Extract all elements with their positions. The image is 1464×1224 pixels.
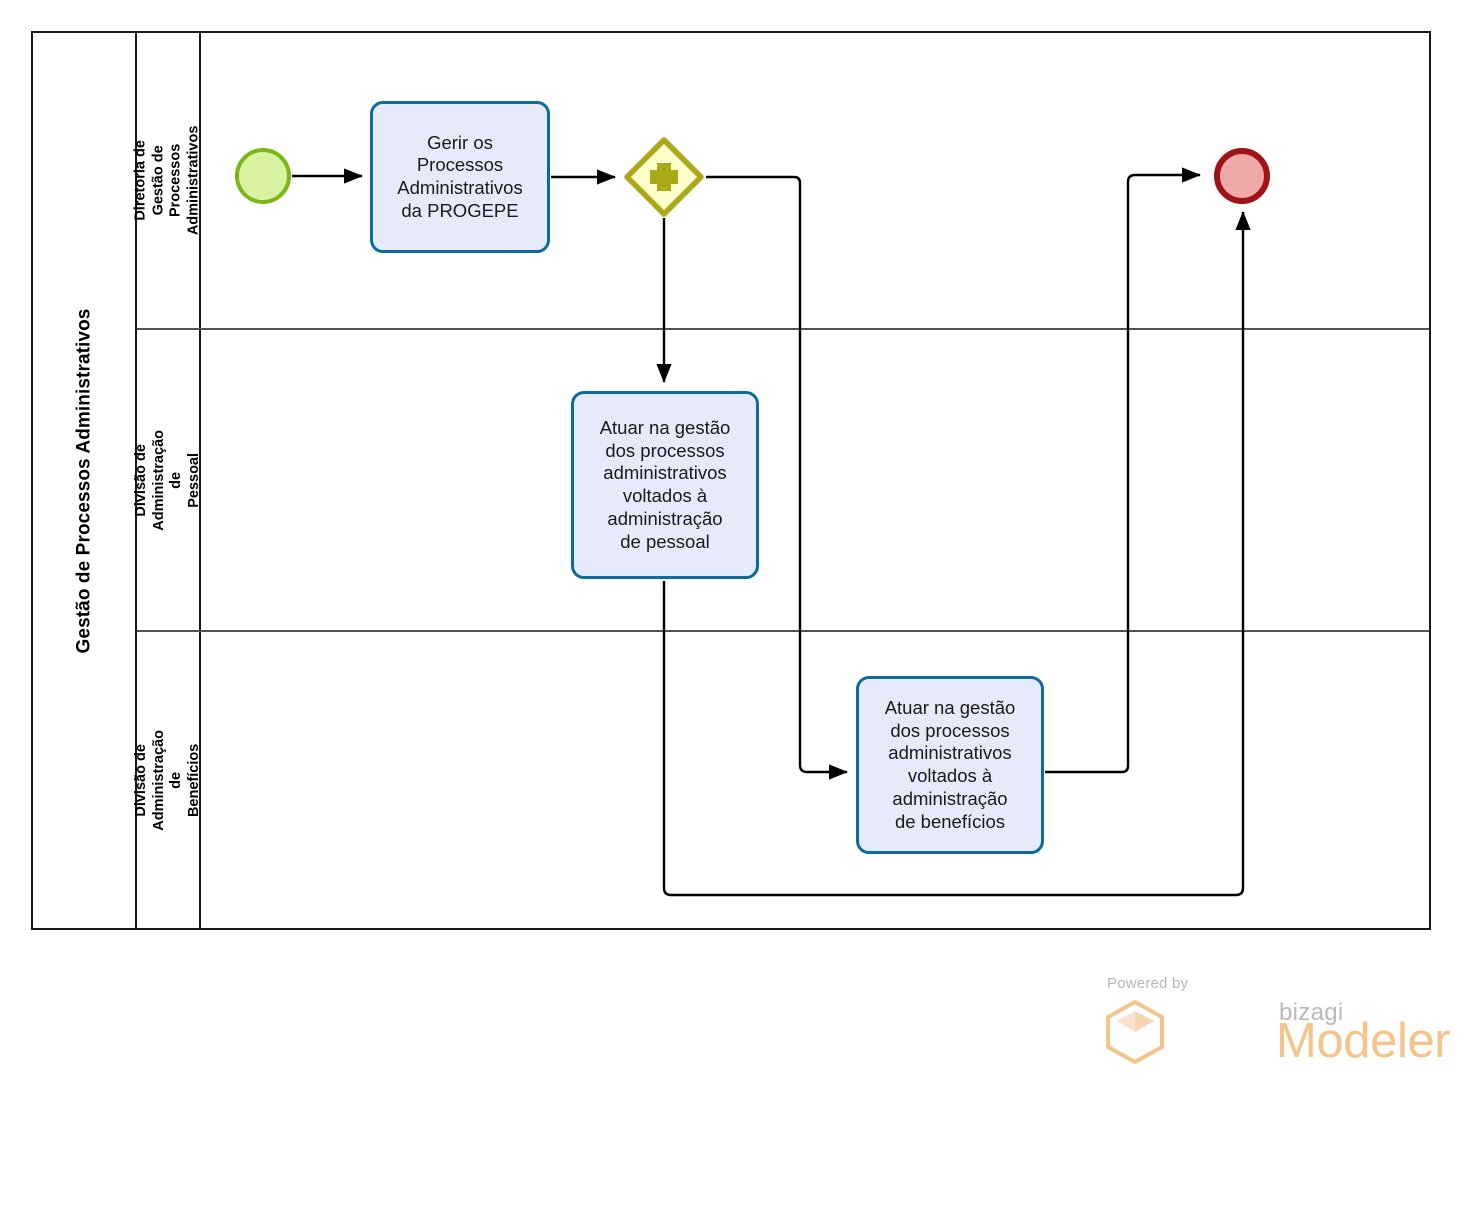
lane-header-pessoal[interactable]: Divisão de Administração de Pessoal — [133, 330, 202, 630]
lane-divisao-de-administracao-de-beneficios[interactable]: Divisão de Administração de Benefícios — [133, 632, 1429, 928]
lane-header-beneficios[interactable]: Divisão de Administração de Benefícios — [133, 632, 202, 928]
task-gestao-pessoal[interactable]: Atuar na gestão dos processos administra… — [571, 391, 759, 579]
lane-header-diretoria[interactable]: Diretoria de Gestão de Processos Adminis… — [133, 33, 202, 328]
powered-by-label: Powered by — [1107, 975, 1189, 992]
lane-label-pessoal: Divisão de Administração de Pessoal — [132, 429, 202, 531]
end-event[interactable] — [1214, 148, 1270, 204]
start-event[interactable] — [235, 148, 291, 204]
gateway-plus-icon — [650, 163, 678, 191]
task-gerir-processos[interactable]: Gerir os Processos Administrativos da PR… — [370, 101, 550, 253]
bizagi-wordmark: bizagi — [1279, 999, 1344, 1026]
task-gestao-beneficios[interactable]: Atuar na gestão dos processos administra… — [856, 676, 1044, 854]
lane-label-diretoria: Diretoria de Gestão de Processos Adminis… — [132, 125, 202, 236]
parallel-gateway[interactable] — [624, 137, 704, 217]
modeler-wordmark: Modeler — [1276, 1014, 1451, 1068]
bizagi-hexagon-icon — [1104, 999, 1166, 1065]
bizagi-modeler-logo: Powered by bizagi Modeler — [1104, 975, 1451, 1068]
lane-divisao-de-administracao-de-pessoal[interactable]: Divisão de Administração de Pessoal — [133, 330, 1429, 632]
pool-title: Gestão de Processos Administrativos — [73, 308, 95, 653]
pool-header[interactable]: Gestão de Processos Administrativos — [33, 33, 137, 928]
lane-label-beneficios: Divisão de Administração de Benefícios — [132, 729, 202, 831]
